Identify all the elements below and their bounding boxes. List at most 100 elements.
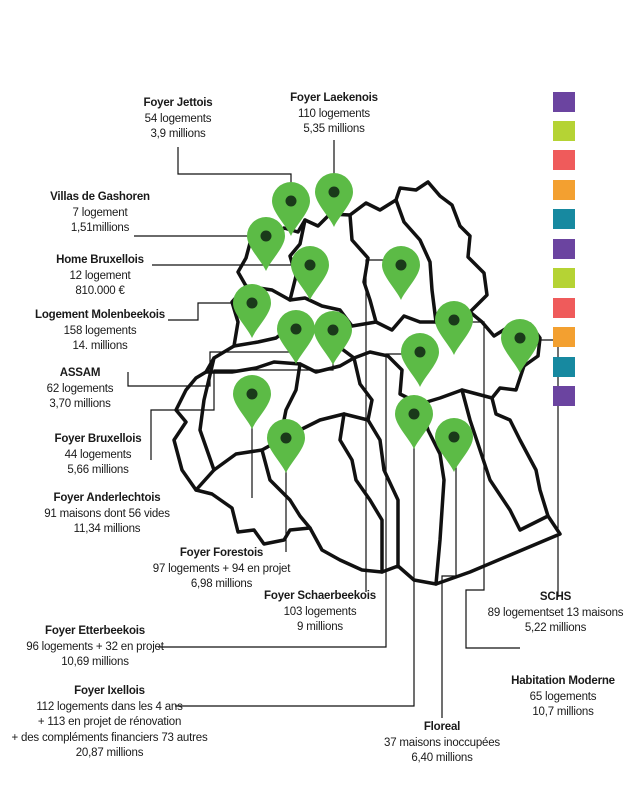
label-line: 6,40 millions — [411, 752, 473, 764]
pin-marker-icon — [435, 301, 473, 355]
pin-marker-icon — [233, 284, 271, 338]
label-title: Foyer Bruxellois — [54, 433, 142, 445]
pin-home-bruxellois[interactable] — [291, 246, 329, 300]
label-line: 37 maisons inoccupées — [384, 736, 500, 749]
label-assam: ASSAM 62 logements 3,70 millions — [20, 366, 140, 413]
label-title: Habitation Moderne — [511, 675, 615, 687]
label-line: 10,69 millions — [61, 656, 129, 668]
label-line: 11,34 millions — [73, 523, 141, 535]
label-floreal: Floreal 37 maisons inoccupées 6,40 milli… — [372, 720, 512, 767]
pin-marker-icon — [314, 311, 352, 365]
legend-swatch — [553, 386, 575, 406]
label-line: 20,87 millions — [75, 747, 144, 759]
leader-logement-molenbeekois — [168, 302, 252, 321]
pin-marker-icon — [395, 395, 433, 449]
label-line: 10,7 millions — [532, 706, 594, 718]
label-line: 5,66 millions — [67, 464, 129, 476]
pin-marker-icon — [382, 246, 420, 300]
pin-marker-icon — [315, 173, 353, 227]
legend-swatch — [553, 180, 575, 200]
label-foyer-etterbeekois: Foyer Etterbeekois 96 logements + 32 en … — [6, 624, 184, 671]
leader-schs — [520, 339, 559, 597]
leader-foyer-ixellois — [175, 416, 415, 707]
label-title: Foyer Etterbeekois — [45, 625, 145, 637]
pin-marker-icon — [291, 246, 329, 300]
commune-border-2 — [288, 218, 307, 302]
leader-habitation-moderne — [454, 321, 520, 649]
pin-foyer-forestois[interactable] — [267, 419, 305, 473]
label-line: 54 logements — [144, 112, 212, 125]
pin-villas-de-gashoren[interactable] — [247, 217, 285, 271]
pin-marker-icon — [435, 418, 473, 472]
label-habitation-moderne: Habitation Moderne 65 logements 10,7 mil… — [488, 674, 638, 721]
pin-marker-icon — [233, 375, 271, 429]
label-foyer-laekenois: Foyer Laekenois 110 logements 5,35 milli… — [274, 91, 394, 138]
label-schs: SCHS 89 logementset 13 maisons 5,22 mill… — [478, 590, 633, 637]
label-line: 5,35 millions — [303, 123, 365, 135]
label-line: + des compléments financiers 73 autres — [11, 731, 208, 744]
commune-border-3 — [348, 213, 378, 324]
legend-swatch — [553, 239, 575, 259]
label-foyer-bruxellois: Foyer Bruxellois 44 logements 5,66 milli… — [38, 432, 158, 479]
label-line: 6,98 millions — [190, 578, 253, 590]
label-line: 62 logements — [46, 382, 114, 395]
pin-floreal[interactable] — [435, 418, 473, 472]
pin-marker-icon — [277, 310, 315, 364]
pin-marker-icon — [267, 419, 305, 473]
pin-habitation-moderne[interactable] — [435, 301, 473, 355]
commune-border-15 — [198, 356, 216, 472]
label-line: 3,9 millions — [150, 128, 206, 140]
label-home-bruxellois: Home Bruxellois 12 logement 810.000 € — [30, 253, 170, 300]
label-title: Villas de Gashoren — [50, 191, 150, 203]
label-line: 65 logements — [529, 690, 597, 703]
label-foyer-forestois: Foyer Forestois 97 logements + 94 en pro… — [134, 546, 309, 593]
label-line: 103 logements — [283, 605, 357, 618]
label-title: Foyer Schaerbeekois — [264, 590, 376, 602]
label-line: 158 logements — [63, 324, 137, 337]
pin-foyer-jettois[interactable] — [272, 182, 310, 236]
label-title: Logement Molenbeekois — [35, 309, 165, 321]
pin-foyer-schaerbeekois[interactable] — [382, 246, 420, 300]
pin-marker-icon — [272, 182, 310, 236]
label-line: 97 logements + 94 en projet — [152, 562, 291, 575]
label-foyer-jettois: Foyer Jettois 54 logements 3,9 millions — [118, 96, 238, 143]
pin-logement-molenbeekois[interactable] — [233, 284, 271, 338]
label-title: Foyer Anderlechtois — [53, 492, 161, 504]
pin-marker-icon — [247, 217, 285, 271]
leader-floreal — [441, 437, 457, 718]
location-pins — [233, 173, 539, 473]
commune-border-12 — [418, 402, 446, 586]
outer-boundary — [172, 180, 562, 586]
pin-foyer-etterbeekois[interactable] — [401, 333, 439, 387]
pin-assam[interactable] — [277, 310, 315, 364]
label-line: 89 logementset 13 maisons — [487, 606, 624, 619]
label-line: 3,70 millions — [49, 398, 111, 410]
label-title: Foyer Jettois — [143, 97, 213, 109]
pin-foyer-bruxellois[interactable] — [314, 311, 352, 365]
legend-swatch — [553, 298, 575, 318]
legend-swatch — [553, 357, 575, 377]
pin-schs[interactable] — [501, 319, 539, 373]
leader-foyer-jettois — [177, 147, 292, 190]
pin-foyer-anderlechtois[interactable] — [233, 375, 271, 429]
label-line: 44 logements — [64, 448, 132, 461]
pin-foyer-laekenois[interactable] — [315, 173, 353, 227]
label-line: 96 logements + 32 en projet — [26, 640, 164, 653]
label-line: 9 millions — [297, 621, 343, 633]
region-outline — [172, 180, 562, 586]
commune-border-13 — [460, 388, 550, 532]
label-title: Home Bruxellois — [56, 254, 144, 266]
legend-swatch — [553, 121, 575, 141]
label-line: 5,22 millions — [524, 622, 587, 634]
legend-swatch — [553, 327, 575, 347]
label-line: 112 logements dans les 4 ans — [36, 700, 183, 713]
legend-swatch — [553, 268, 575, 288]
label-line: 7 logement — [72, 206, 128, 219]
label-line: + 113 en projet de rénovation — [37, 716, 182, 728]
label-title: Foyer Laekenois — [290, 92, 378, 104]
legend-swatch — [553, 209, 575, 229]
label-foyer-ixellois: Foyer Ixellois 112 logements dans les 4 … — [2, 684, 217, 762]
label-line: 110 logements — [298, 107, 370, 120]
pin-foyer-ixellois[interactable] — [395, 395, 433, 449]
